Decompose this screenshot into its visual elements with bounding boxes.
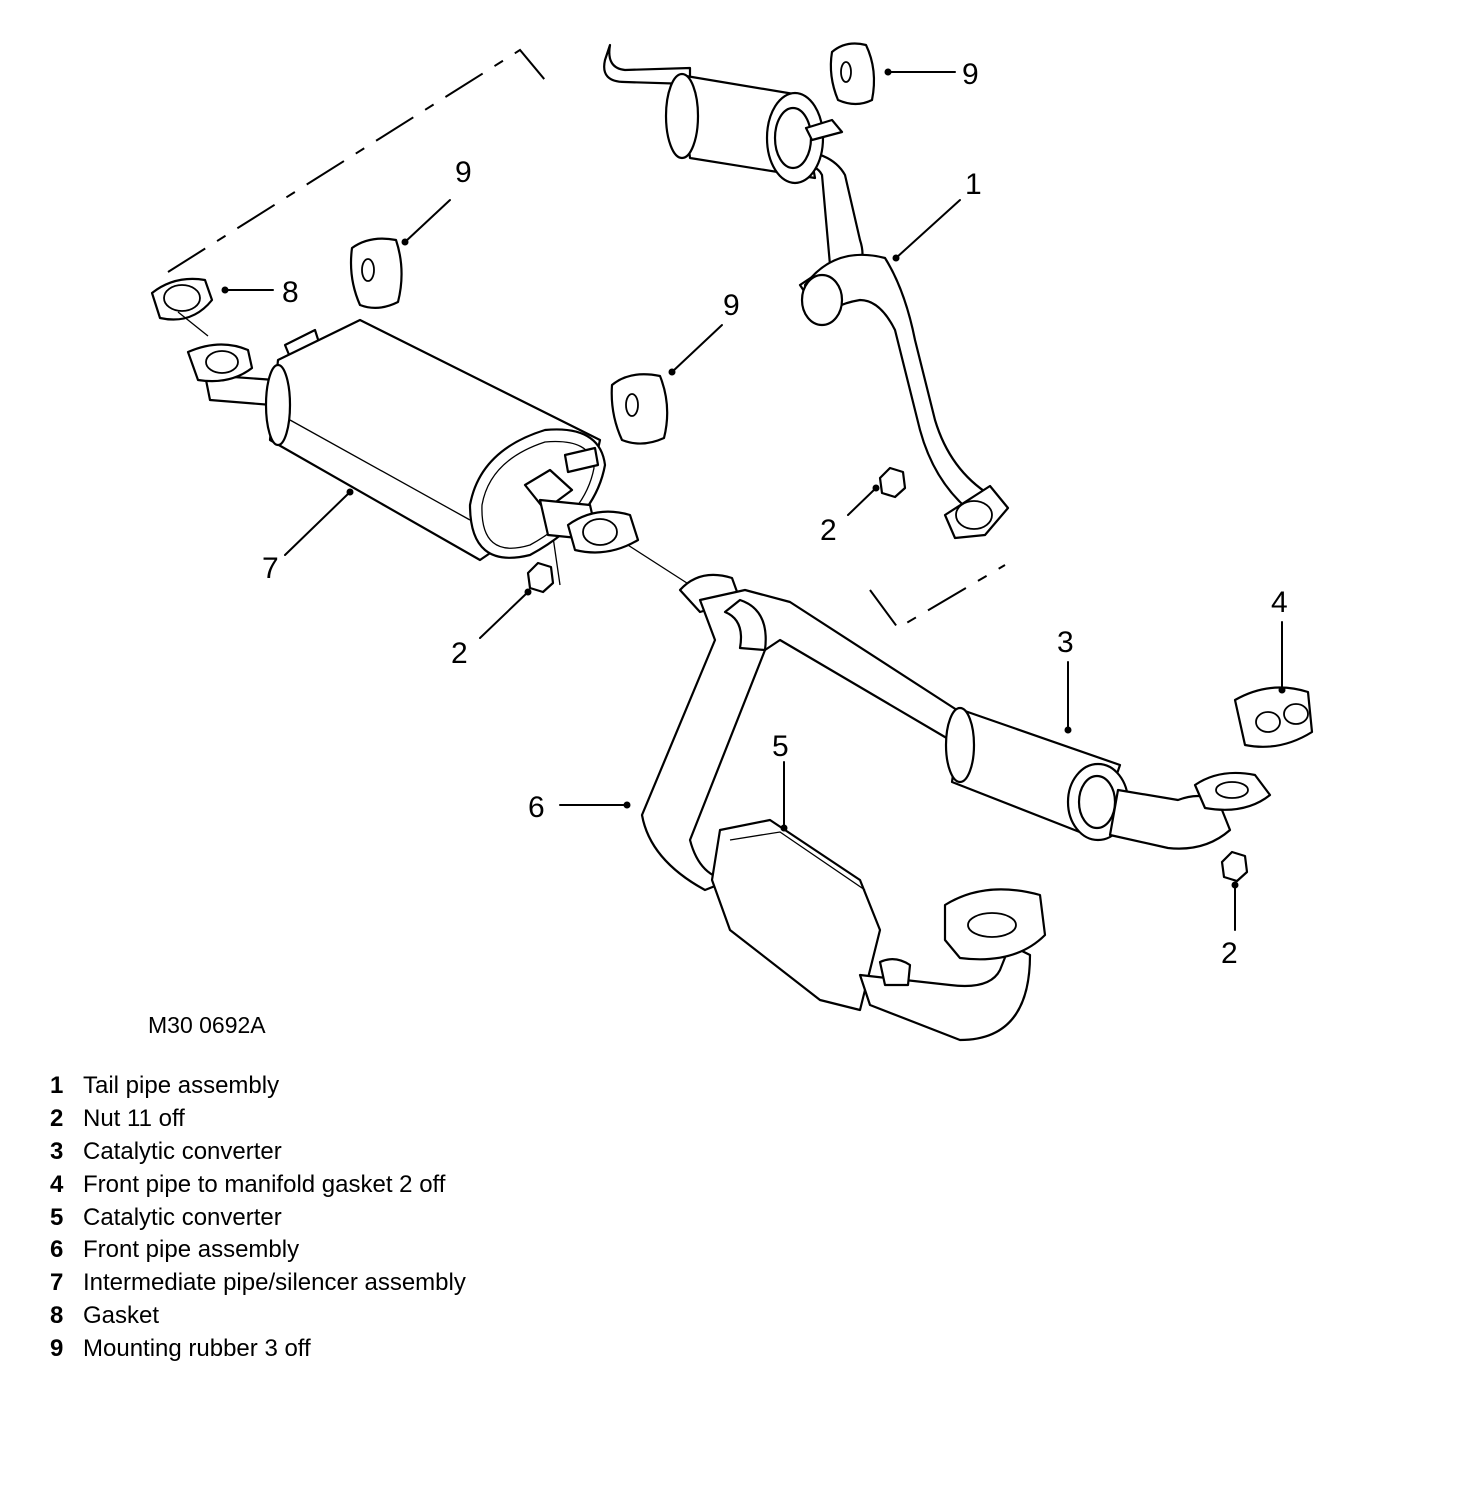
tail-pipe-assembly [603, 43, 1010, 540]
callout-9-top: 9 [962, 58, 979, 91]
callout-9-left: 9 [455, 156, 472, 189]
callout-6: 6 [528, 791, 545, 824]
intermediate-silencer-assembly [186, 318, 640, 562]
legend-number: 7 [50, 1269, 64, 1297]
legend-text: Nut 11 off [83, 1105, 185, 1133]
legend-item: 5 Catalytic converter [50, 1201, 466, 1234]
legend-text: Tail pipe assembly [83, 1072, 280, 1100]
legend-item: 4 Front pipe to manifold gasket 2 off [50, 1168, 466, 1201]
front-pipe-assembly [640, 573, 1314, 892]
mounting-rubber-middle [610, 373, 669, 445]
callout-7: 7 [262, 552, 279, 585]
callout-2-bottom: 2 [1221, 937, 1238, 970]
legend-number: 9 [50, 1334, 64, 1362]
callout-2-top: 2 [820, 514, 837, 547]
mounting-rubber-top [829, 42, 876, 106]
legend-item: 6 Front pipe assembly [50, 1234, 466, 1267]
legend-text: Catalytic converter [83, 1203, 282, 1231]
legend-number: 1 [50, 1072, 64, 1100]
legend-item: 7 Intermediate pipe/silencer assembly [50, 1267, 466, 1300]
nut-right-top [878, 466, 907, 499]
nut-left [526, 561, 555, 594]
callout-5: 5 [772, 730, 789, 763]
leader-lines [221, 68, 1286, 931]
nut-bottom-right [1220, 850, 1249, 883]
legend-item: 1 Tail pipe assembly [50, 1070, 466, 1103]
figure-reference: M30 0692A [148, 1012, 266, 1038]
callout-8: 8 [282, 276, 299, 309]
legend-text: Front pipe to manifold gasket 2 off [83, 1170, 446, 1198]
legend-item: 9 Mounting rubber 3 off [50, 1332, 466, 1365]
gasket [150, 277, 214, 337]
legend-text: Mounting rubber 3 off [83, 1334, 311, 1362]
callout-2-left: 2 [451, 637, 468, 670]
legend-text: Front pipe assembly [83, 1236, 300, 1264]
legend-number: 4 [50, 1170, 64, 1198]
legend-item: 2 Nut 11 off [50, 1103, 466, 1136]
mounting-rubber-left [349, 237, 403, 309]
legend-text: Gasket [83, 1301, 160, 1329]
legend-item: 8 Gasket [50, 1300, 466, 1333]
callout-3: 3 [1057, 626, 1074, 659]
callout-4: 4 [1271, 586, 1288, 619]
catalytic-converter-lower [710, 818, 1047, 1042]
legend-number: 2 [50, 1105, 64, 1133]
callout-1: 1 [965, 168, 982, 201]
legend-text: Intermediate pipe/silencer assembly [83, 1269, 466, 1297]
legend-number: 8 [50, 1301, 64, 1329]
legend-number: 5 [50, 1203, 64, 1231]
legend-number: 3 [50, 1137, 64, 1165]
legend-number: 6 [50, 1236, 64, 1264]
legend-text: Catalytic converter [83, 1137, 282, 1165]
legend-item: 3 Catalytic converter [50, 1136, 466, 1169]
callout-9-middle: 9 [723, 289, 740, 322]
